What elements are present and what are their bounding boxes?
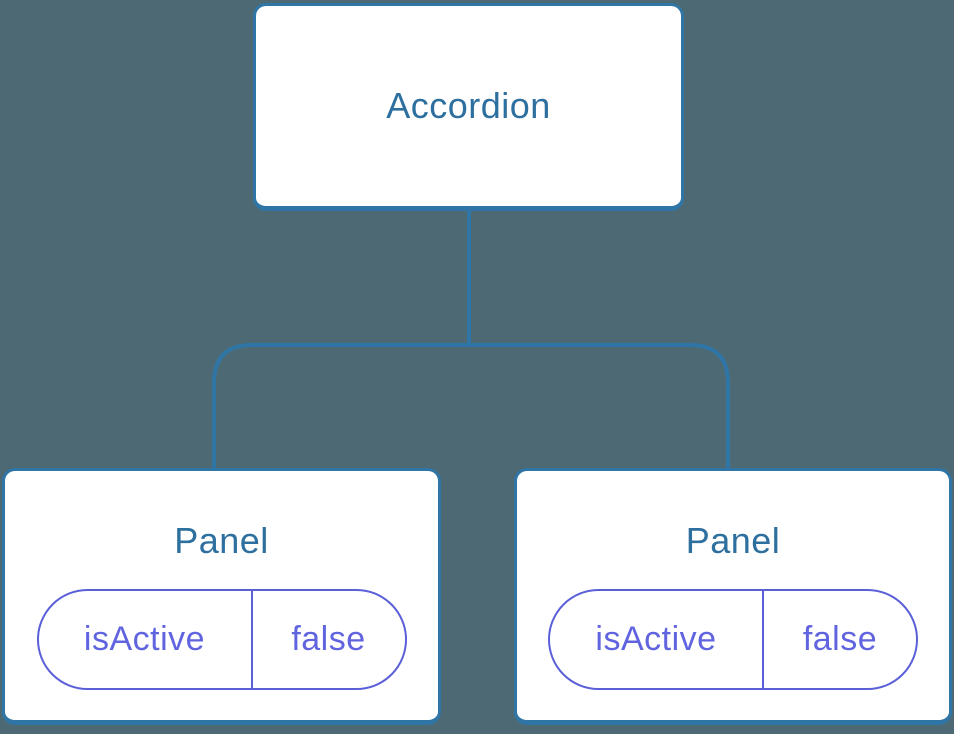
accordion-node: Accordion <box>253 3 684 211</box>
panel-node-right: Panel isActive false <box>514 468 952 725</box>
state-value-label: false <box>802 620 878 658</box>
state-pill: isActive false <box>36 589 407 690</box>
state-pill: isActive false <box>548 589 918 690</box>
state-key-label: isActive <box>550 591 764 688</box>
state-key-label: isActive <box>39 591 253 688</box>
state-value-label: false <box>291 620 366 658</box>
panel-node-left: Panel isActive false <box>2 468 441 725</box>
accordion-node-label: Accordion <box>386 85 551 126</box>
connector-branch-bracket <box>212 343 730 470</box>
panel-node-label: Panel <box>685 520 781 561</box>
panel-node-label: Panel <box>174 520 269 561</box>
